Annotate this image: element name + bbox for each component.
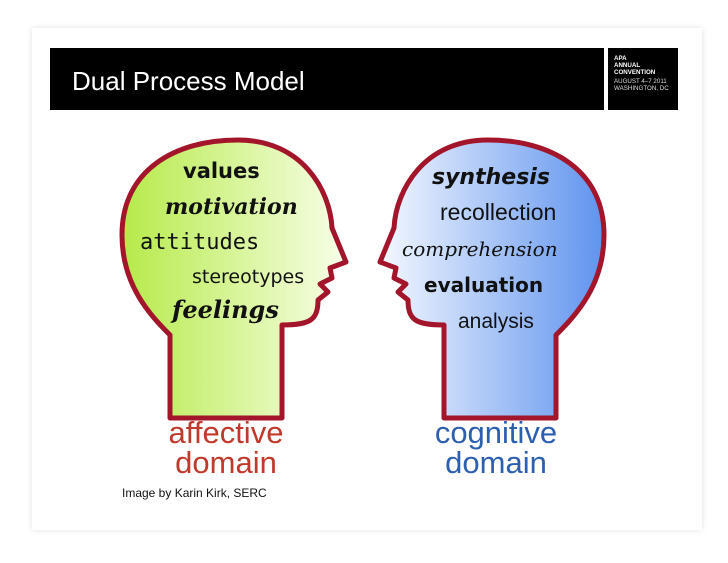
logo-line-2: ANNUAL xyxy=(614,62,641,69)
word-comprehension: comprehension xyxy=(402,237,558,261)
affective-caption-line2: domain xyxy=(175,445,277,480)
logo-line-1: APA xyxy=(614,55,627,62)
word-feelings: feelings xyxy=(170,295,279,324)
slide-title: Dual Process Model xyxy=(72,66,305,96)
word-analysis: analysis xyxy=(458,310,534,333)
logo-line-4: AUGUST 4–7 2011 xyxy=(614,78,667,85)
logo-line-5: WASHINGTON, DC xyxy=(614,85,669,92)
cognitive-caption-line1: cognitive xyxy=(435,415,557,450)
word-synthesis: synthesis xyxy=(432,165,550,190)
logo-line-3: CONVENTION xyxy=(614,69,656,76)
apa-convention-logo: APA ANNUAL CONVENTION AUGUST 4–7 2011 WA… xyxy=(608,48,678,110)
cognitive-head-silhouette xyxy=(377,137,607,421)
affective-caption-line1: affective xyxy=(169,415,284,450)
word-values: values xyxy=(183,159,260,183)
cognitive-caption-line2: domain xyxy=(445,445,547,480)
image-credit: Image by Karin Kirk, SERC xyxy=(122,486,267,500)
word-recollection: recollection xyxy=(440,199,556,225)
word-stereotypes: stereotypes xyxy=(192,266,304,288)
title-bar: Dual Process Model xyxy=(50,48,604,110)
word-attitudes: attitudes xyxy=(140,230,259,255)
affective-head-silhouette xyxy=(119,137,349,421)
word-evaluation: evaluation xyxy=(424,273,543,297)
word-motivation: motivation xyxy=(165,194,298,220)
